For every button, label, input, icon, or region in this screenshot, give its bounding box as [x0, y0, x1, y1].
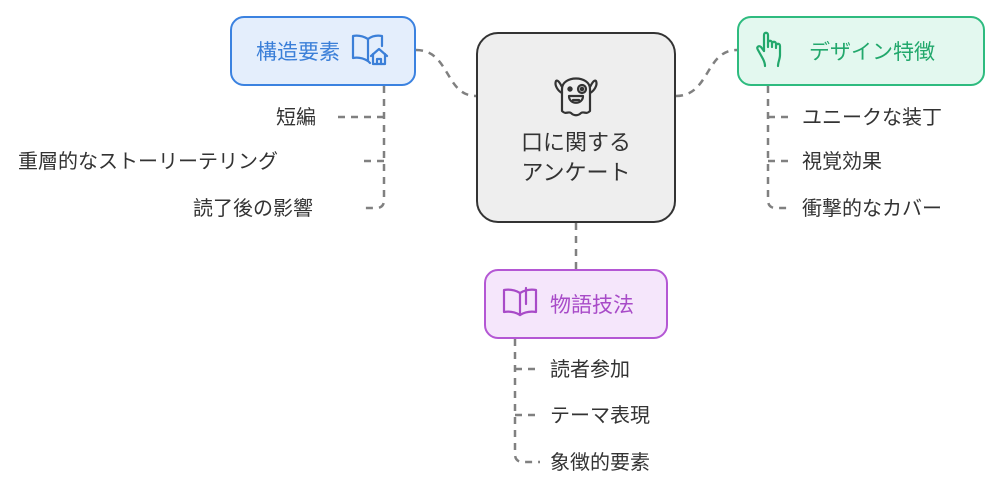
- open-book-icon: [500, 284, 540, 324]
- branch-design-node[interactable]: デザイン特徴: [737, 16, 985, 86]
- connector-structure-leaves: [360, 86, 386, 210]
- connector-design: [675, 48, 738, 98]
- ghost-icon: [548, 67, 604, 123]
- narrative-item-1[interactable]: 読者参加: [550, 357, 630, 381]
- connector-design-leaves: [766, 86, 792, 210]
- connector-narrative-leaves: [513, 339, 540, 464]
- narrative-item-2[interactable]: テーマ表現: [550, 403, 650, 427]
- structure-item-2[interactable]: 重層的なストーリーテリング: [18, 149, 278, 173]
- central-topic-node[interactable]: 口に関する アンケート: [476, 32, 676, 223]
- structure-item-1[interactable]: 短編: [276, 105, 316, 129]
- book-house-icon: [350, 30, 390, 72]
- central-title-line2: アンケート: [521, 160, 631, 186]
- branch-narrative-node[interactable]: 物語技法: [484, 269, 668, 339]
- central-title-line1: 口に関する: [520, 130, 631, 156]
- structure-item-3[interactable]: 読了後の影響: [193, 196, 313, 220]
- branch-narrative-title: 物語技法: [550, 293, 634, 317]
- central-topic-title: 口に関する アンケート: [521, 129, 631, 189]
- narrative-item-3[interactable]: 象徴的要素: [550, 450, 650, 474]
- design-item-3[interactable]: 衝撃的なカバー: [802, 196, 942, 220]
- branch-structure-node[interactable]: 構造要素: [230, 16, 416, 86]
- design-item-1[interactable]: ユニークな装丁: [802, 105, 942, 129]
- design-item-2[interactable]: 視覚効果: [802, 149, 882, 173]
- connector-structure: [415, 48, 477, 98]
- branch-structure-title: 構造要素: [256, 40, 340, 64]
- branch-design-title: デザイン特徴: [809, 40, 935, 64]
- pointing-hand-icon: [753, 29, 787, 73]
